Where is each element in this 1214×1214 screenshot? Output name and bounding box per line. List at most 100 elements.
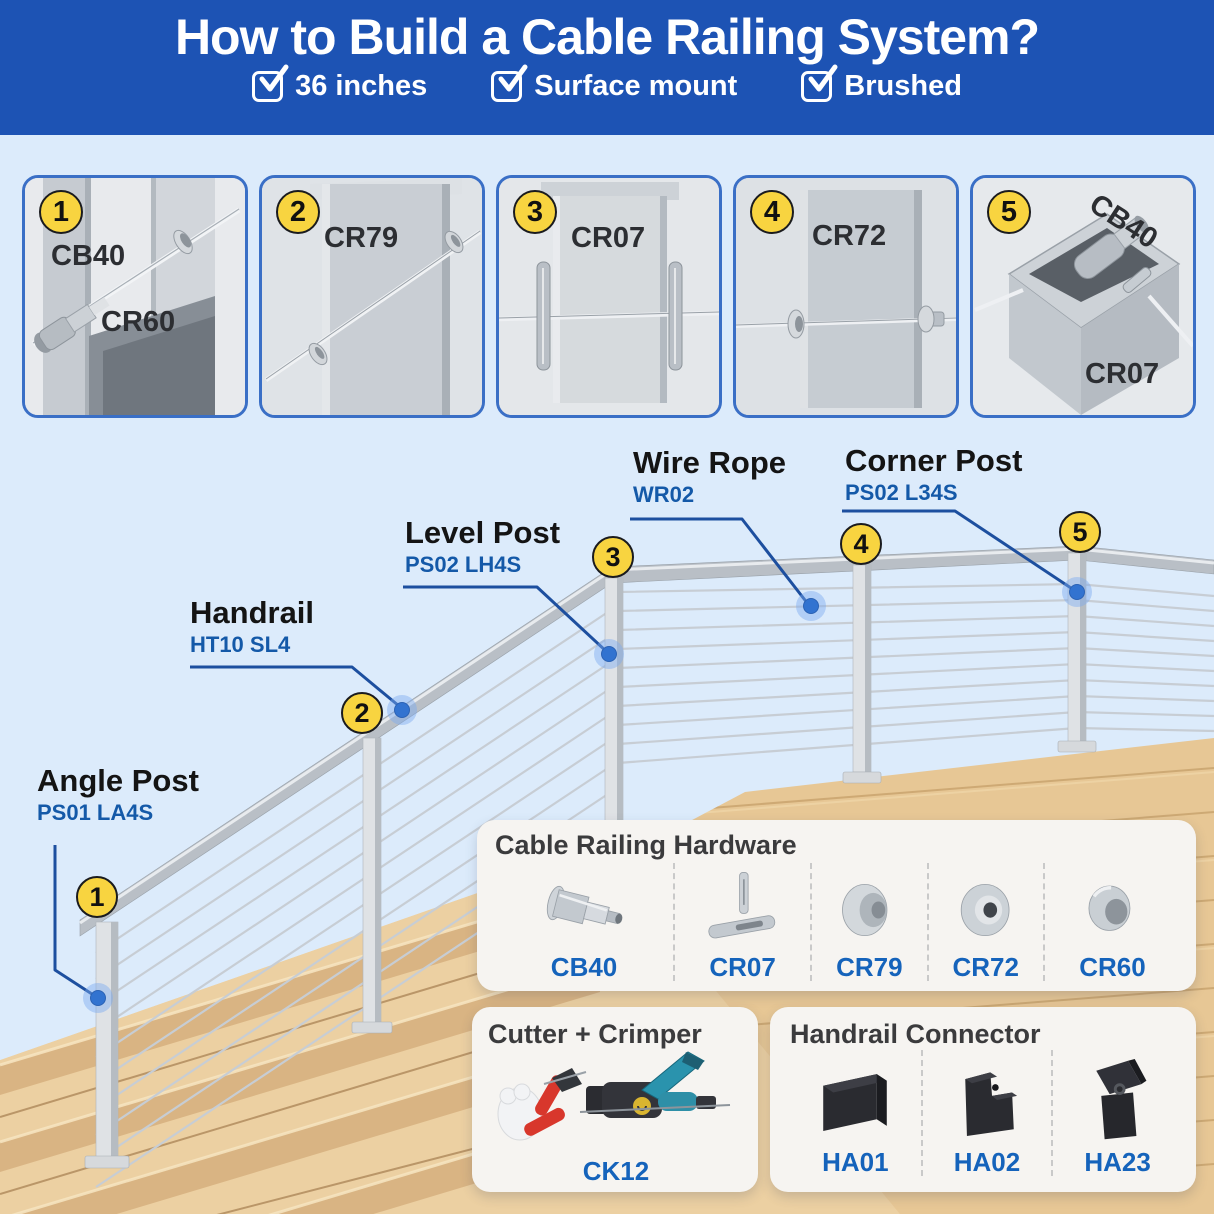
- callout-code: PS02 L34S: [845, 480, 958, 505]
- post-detail-photo: [262, 178, 482, 415]
- callout-name: Corner Post: [845, 443, 1023, 478]
- connector-item: HA02: [920, 1050, 1052, 1177]
- deck-mid-post-shape: [842, 564, 882, 784]
- connector-item: HA01: [790, 1050, 921, 1176]
- feature-height: 36 inches: [252, 64, 428, 103]
- hardware-item: CR07: [673, 863, 810, 981]
- scene-badge-2: 2: [341, 692, 383, 734]
- scene-badge-4: 4: [840, 523, 882, 565]
- ha02-icon: [965, 1072, 1018, 1136]
- hardware-items: CB40 CR07 CR79: [495, 863, 1180, 981]
- step-panel-row: 1 CB40 CR60 2 CR79: [22, 175, 1196, 418]
- checkbox-checked-icon: [801, 64, 838, 102]
- feature-label: Brushed: [844, 70, 962, 102]
- step-panel-1: 1 CB40 CR60: [22, 175, 248, 418]
- scene-badge-5: 5: [1059, 511, 1101, 553]
- connector-items: HA01 HA02 HA23: [790, 1050, 1182, 1176]
- callout-lines: [53, 509, 1075, 998]
- callout-name: Wire Rope: [633, 445, 787, 480]
- part-label: CR72: [812, 220, 887, 252]
- part-label: CR60: [101, 306, 176, 338]
- step-panel-5: 5 CB40 CR07: [970, 175, 1196, 418]
- step-panel-2: 2 CR79: [259, 175, 485, 418]
- angle-post-shape: [84, 921, 130, 1169]
- callout-code: WR02: [633, 482, 695, 507]
- part-label: CR79: [324, 222, 399, 254]
- connector-item: HA23: [1051, 1050, 1182, 1176]
- part-label: CR07: [1085, 358, 1160, 390]
- step-badge: 3: [513, 190, 557, 234]
- feature-label: 36 inches: [295, 70, 428, 102]
- hardware-item-code: CR72: [952, 952, 1019, 982]
- hardware-item: CB40: [495, 863, 673, 981]
- part-label: CR07: [571, 222, 646, 254]
- washer-shape: [308, 342, 328, 366]
- cutter-item-code: CK12: [582, 1156, 650, 1186]
- callout-corner-post: Corner Post PS02 L34S: [845, 444, 1022, 506]
- page-title: How to Build a Cable Railing System?: [174, 9, 1040, 65]
- washer-nut-shape: [917, 305, 945, 333]
- connector-item-code: HA02: [953, 1147, 1021, 1177]
- washer-shape: [444, 230, 464, 254]
- callout-code: PS02 LH4S: [405, 552, 522, 577]
- callout-name: Handrail: [190, 595, 315, 630]
- hardware-item-code: CB40: [550, 952, 618, 982]
- cr79-icon: [842, 883, 888, 937]
- feature-label: Surface mount: [534, 70, 738, 102]
- callout-angle-post: Angle Post PS01 LA4S: [37, 764, 199, 826]
- cutter-crimper-card: Cutter + Crimper CK1: [472, 1007, 758, 1192]
- cb40-fitting-shape: [34, 297, 110, 353]
- step-badge: 5: [987, 190, 1031, 234]
- feature-list: 36 inches Surface mount Brushed: [0, 64, 1214, 103]
- stair-mid-post-shape: [351, 737, 393, 1034]
- callout-dots: [83, 577, 1092, 1013]
- feature-finish: Brushed: [801, 64, 962, 103]
- callout-name: Angle Post: [37, 763, 199, 798]
- washer-shape: [787, 309, 805, 339]
- hardware-item-code: CR60: [1079, 952, 1146, 982]
- header-banner: How to Build a Cable Railing System? 36 …: [0, 0, 1214, 135]
- washer-shape: [173, 229, 193, 255]
- handrail-connector-card: Handrail Connector HA01 HA02: [770, 1007, 1196, 1192]
- hardware-item: CR60: [1042, 863, 1180, 982]
- step-badge: 2: [276, 190, 320, 234]
- ck12-icon: [497, 1051, 731, 1141]
- feature-mount: Surface mount: [491, 64, 738, 103]
- callout-level-post: Level Post PS02 LH4S: [405, 516, 560, 578]
- level-post-shape: [604, 577, 624, 839]
- cb40-icon: [546, 885, 623, 925]
- step-badge: 4: [750, 190, 794, 234]
- ha23-icon: [1095, 1059, 1147, 1140]
- cr72-icon: [960, 883, 1010, 937]
- railing-posts: [84, 552, 1097, 1169]
- corner-post-shape: [1057, 552, 1097, 753]
- hardware-item: CR72: [926, 863, 1043, 982]
- connector-card-title: Handrail Connector: [790, 1019, 1041, 1049]
- hardware-item: CR79: [810, 863, 926, 981]
- hardware-card-title: Cable Railing Hardware: [495, 830, 797, 860]
- cable-cutter-shape: [524, 1068, 587, 1136]
- part-label: CB40: [51, 240, 126, 272]
- hardware-item-code: CR07: [709, 952, 776, 982]
- step-panel-3: 3 CR07: [496, 175, 722, 418]
- cutter-card-title: Cutter + Crimper: [488, 1019, 702, 1049]
- callout-wire-rope: Wire Rope WR02: [633, 446, 786, 508]
- cr60-icon: [1088, 885, 1131, 931]
- railing-diagram: Angle Post PS01 LA4S Handrail HT10 SL4 L…: [0, 420, 1214, 1214]
- ha01-icon: [823, 1074, 888, 1131]
- callout-name: Level Post: [405, 515, 561, 550]
- step-badge: 1: [39, 190, 83, 234]
- hardware-item-code: CR79: [836, 952, 903, 982]
- scene-badge-3: 3: [592, 536, 634, 578]
- connector-item-code: HA01: [822, 1147, 889, 1177]
- crimper-shape: [579, 1051, 731, 1118]
- cb40-fitting-shape: [1073, 215, 1149, 279]
- hardware-card: Cable Railing Hardware CB40: [477, 820, 1196, 991]
- callout-code: PS01 LA4S: [37, 800, 154, 825]
- checkbox-checked-icon: [252, 64, 289, 102]
- cr07-fork-shape: [1122, 267, 1152, 293]
- callout-code: HT10 SL4: [190, 632, 291, 657]
- scene-badge-1: 1: [76, 876, 118, 918]
- connector-item-code: HA23: [1084, 1147, 1151, 1177]
